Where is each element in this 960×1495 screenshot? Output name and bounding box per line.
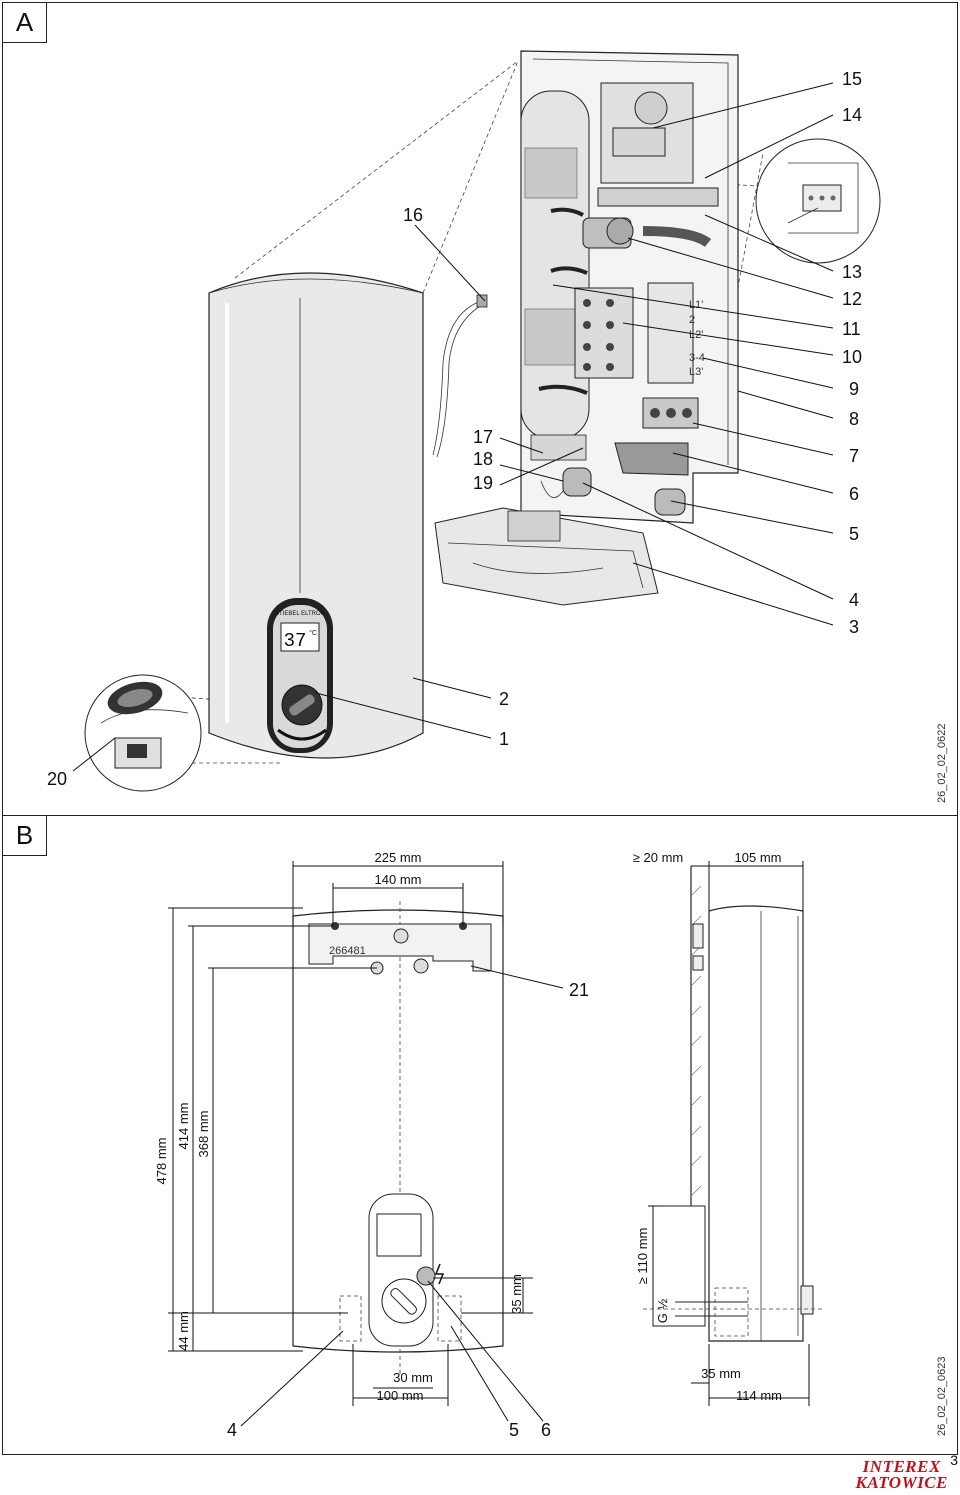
appliance-body: L1' 2 L2' 3-4 L3' (520, 50, 739, 524)
callout-10: 10 (842, 347, 862, 367)
dim-35-horizontal: 35 mm (701, 1366, 741, 1381)
dim-20: ≥ 20 mm (633, 850, 683, 865)
callout-5: 5 (849, 524, 859, 544)
callout-7: 7 (849, 446, 859, 466)
dim-100: 100 mm (377, 1388, 424, 1403)
callout-12: 12 (842, 289, 862, 309)
callout-21: 21 (569, 980, 589, 1000)
callout-13: 13 (842, 262, 862, 282)
dim-105: 105 mm (735, 850, 782, 865)
detail-20 (84, 674, 202, 792)
plate-code: 266481 (329, 945, 366, 957)
terminal-label-4: 3-4 (689, 352, 705, 364)
callout-20: 20 (47, 769, 67, 789)
panel-a-label: A (3, 3, 47, 43)
callout-b5: 5 (509, 1420, 519, 1440)
callout-3: 3 (849, 617, 859, 637)
callout-9: 9 (849, 379, 859, 399)
callout-17: 17 (473, 427, 493, 447)
front-view: 266481 (292, 901, 504, 1376)
callout-2: 2 (499, 689, 509, 709)
panel-a: A STIEBEL ELTRON 37 °C (2, 2, 958, 816)
terminal-label-3: L2' (689, 329, 703, 341)
dim-414: 414 mm (176, 1103, 191, 1150)
callout-19: 19 (473, 473, 493, 493)
dim-368: 368 mm (196, 1111, 211, 1158)
callout-6: 6 (849, 484, 859, 504)
dealer-logo-line2: KATOWICE (855, 1473, 948, 1492)
display-temp: 37 (284, 630, 307, 652)
display-unit: °C (309, 629, 317, 637)
dealer-logo-line1: INTEREX (862, 1457, 941, 1476)
side-view (643, 866, 823, 1342)
terminal-label-1: L1' (689, 299, 703, 311)
front-cover: STIEBEL ELTRON 37 °C (208, 272, 424, 759)
detail-14 (755, 138, 881, 264)
callout-1: 1 (499, 729, 509, 749)
page-number: 3 (950, 1452, 958, 1468)
dim-110: ≥ 110 mm (635, 1228, 650, 1285)
dim-478: 478 mm (154, 1138, 169, 1185)
callout-15: 15 (842, 69, 862, 89)
dimension-drawing: 266481 (154, 850, 948, 1440)
exploded-view: STIEBEL ELTRON 37 °C (47, 50, 948, 803)
callout-14: 14 (842, 105, 862, 125)
callout-4: 4 (849, 590, 859, 610)
panel-b-label: B (3, 816, 47, 856)
bottom-tray (434, 507, 659, 606)
terminal-label-2: 2 (689, 314, 695, 326)
dealer-logo: INTEREX KATOWICE (855, 1457, 948, 1492)
callout-16: 16 (403, 205, 423, 225)
callout-18: 18 (473, 449, 493, 469)
callout-8: 8 (849, 409, 859, 429)
callout-b4: 4 (227, 1420, 237, 1440)
callout-11: 11 (842, 319, 861, 339)
dim-44: 44 mm (176, 1311, 191, 1351)
figure-code-a: 26_02_02_0622 (936, 723, 948, 803)
dim-30: 30 mm (393, 1370, 433, 1385)
display-brand: STIEBEL ELTRON (275, 611, 325, 617)
dim-225: 225 mm (375, 850, 422, 865)
thread-size: G ½ (655, 1299, 670, 1324)
callout-b6: 6 (541, 1420, 551, 1440)
dim-114: 114 mm (736, 1388, 782, 1403)
panel-b: B 266481 (2, 815, 958, 1455)
figure-code-b: 26_02_02_0623 (936, 1356, 948, 1436)
terminal-label-5: L3' (689, 366, 703, 378)
dim-140: 140 mm (375, 872, 422, 887)
dim-35-vertical: 35 mm (509, 1274, 524, 1314)
